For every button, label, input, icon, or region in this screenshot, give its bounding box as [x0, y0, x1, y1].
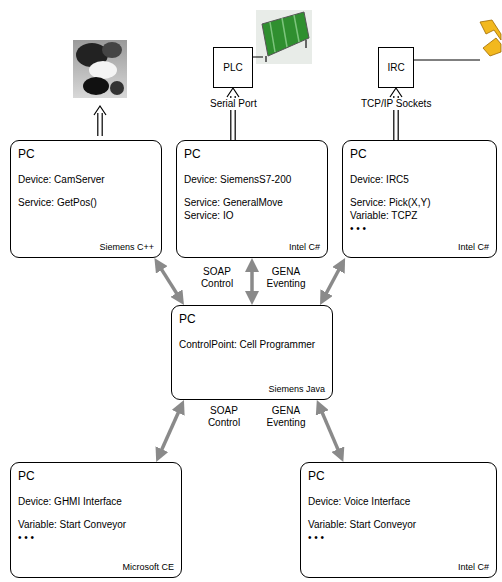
pc-box: PC Device: GHMI InterfaceVariable: Start …	[10, 462, 182, 578]
conveyor-leg	[305, 40, 307, 48]
conveyor-leg	[265, 56, 267, 62]
box-heading: PC	[179, 312, 325, 326]
conveyor-belt	[262, 12, 309, 56]
platform-note: Microsoft CE	[122, 562, 174, 573]
arrow-shaft	[161, 410, 180, 452]
platform-note: Intel C#	[458, 242, 489, 253]
box-entry: Service: GeneralMove	[184, 196, 320, 209]
soap-arrow	[321, 410, 339, 452]
box-entry: Device: Voice Interface	[308, 495, 489, 508]
box-entry: Device: SiemensS7-200	[184, 173, 320, 186]
arrow-head	[227, 88, 239, 97]
arrow-shaft	[321, 410, 339, 452]
arrow-head	[94, 106, 106, 115]
pc-box: PC Device: SiemensS7-200Service: GeneralM…	[176, 140, 328, 258]
box-entry: • • •	[18, 531, 174, 544]
arrow-shaft	[325, 268, 340, 296]
camera-body	[102, 42, 122, 58]
camera-lens	[89, 61, 117, 79]
platform-note: Siemens Java	[268, 384, 325, 395]
port-label: Serial Port	[208, 98, 259, 110]
irc-wire	[413, 60, 480, 61]
arrow-shaft	[160, 267, 178, 295]
conveyor-picture	[256, 10, 312, 64]
box-heading: PC	[18, 469, 174, 483]
box-heading: PC	[184, 147, 320, 161]
box-entry: • • •	[350, 222, 489, 235]
box-heading: PC	[18, 147, 154, 161]
arrow-shaft	[102, 113, 103, 136]
box-entry: Device: GHMI Interface	[18, 495, 174, 508]
camera-stand	[83, 77, 109, 95]
box-heading: PC	[308, 469, 489, 483]
box-entry: Service: GetPos()	[18, 196, 154, 209]
robot-arm	[480, 20, 501, 40]
robot-base	[483, 38, 501, 56]
box-entry: • • •	[308, 531, 489, 544]
box-entry: ControlPoint: Cell Programmer	[179, 338, 325, 351]
soap-arrow	[161, 410, 180, 452]
box-entry: Variable: Start Conveyor	[18, 518, 174, 531]
pc-box: PC Device: CamServerService: GetPos() Siem…	[10, 140, 162, 258]
device-name: IRC	[387, 62, 404, 74]
box-entry: Service: Pick(X,Y)	[350, 196, 489, 209]
arrow-head	[390, 88, 402, 97]
pc-box: PC Device: Voice InterfaceVariable: Start…	[300, 462, 497, 578]
belt-stripe	[294, 15, 299, 42]
protocol-label: SOAP Control	[196, 266, 238, 290]
box-entry: Device: CamServer	[18, 173, 154, 186]
pc-box: PC ControlPoint: Cell ProgrammerSiemens J…	[171, 305, 333, 400]
box-entry: Service: IO	[184, 209, 320, 222]
platform-note: Intel C#	[458, 562, 489, 573]
protocol-label: GENA Eventing	[262, 266, 310, 290]
camera-link-arrow	[94, 106, 106, 136]
box-entry: Variable: Start Conveyor	[308, 518, 489, 531]
soap-arrow	[160, 267, 178, 295]
controller-box: IRC	[378, 47, 414, 88]
belt-stripe	[282, 18, 287, 47]
link-arrow	[390, 88, 402, 140]
platform-note: Siemens C++	[99, 242, 154, 253]
device-name: PLC	[223, 62, 242, 74]
box-heading: PC	[350, 147, 489, 161]
conveyor-ground	[256, 10, 312, 64]
pc-box: PC Device: IRC5Service: Pick(X,Y)Variable…	[342, 140, 497, 258]
port-label: TCP/IP Sockets	[359, 98, 433, 110]
protocol-label: GENA Eventing	[262, 405, 310, 429]
link-arrow	[227, 88, 239, 140]
controller-box: PLC	[213, 47, 253, 88]
platform-note: Intel C#	[289, 242, 320, 253]
belt-stripe	[270, 22, 275, 52]
camera-picture	[73, 40, 127, 98]
camera-photo	[73, 40, 127, 98]
soap-arrow	[325, 268, 340, 296]
camera-stand	[110, 81, 124, 95]
box-entry: Variable: TCPZ	[350, 209, 489, 222]
box-entry: Device: IRC5	[350, 173, 489, 186]
plc-wire	[253, 57, 263, 58]
arrow-shaft	[97, 113, 98, 136]
arrow-shaft	[250, 269, 254, 294]
soap-arrow	[252, 269, 253, 294]
protocol-label: SOAP Control	[203, 405, 245, 429]
robot-picture	[480, 20, 501, 56]
